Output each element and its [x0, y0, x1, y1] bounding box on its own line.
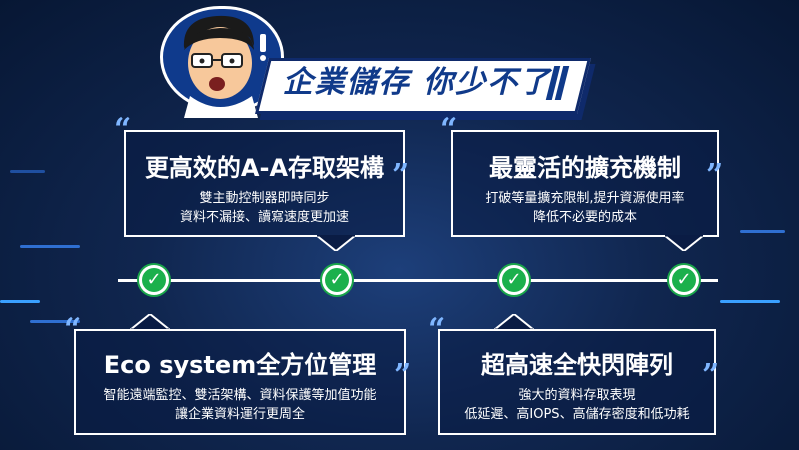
bg-streak [20, 245, 80, 248]
feature-title: 最靈活的擴充機制 [489, 154, 681, 182]
bg-streak [740, 230, 785, 233]
feature-line: 讓企業資料運行更周全 [174, 407, 305, 422]
feature-line: 低延遲、高IOPS、高儲存密度和低功耗 [464, 407, 690, 422]
banner-title: 企業儲存 你少不了 [282, 65, 552, 100]
box-pointer [130, 314, 170, 330]
quote-close-icon: ” [394, 358, 412, 393]
bg-streak [30, 320, 80, 323]
feature-box-flexible-expansion: 最靈活的擴充機制 打破等量擴充限制,提升資源使用率 降低不必要的成本 [451, 130, 719, 237]
feature-line: 打破等量擴充限制,提升資源使用率 [485, 191, 685, 206]
feature-line: 資料不漏接、讀寫速度更加速 [179, 210, 349, 225]
feature-line: 智能遠端監控、雙活架構、資料保護等加值功能 [103, 388, 377, 403]
feature-box-eco-system: Eco system全方位管理 智能遠端監控、雙活架構、資料保護等加值功能 讓企… [74, 329, 406, 435]
quote-close-icon: ” [706, 158, 724, 193]
timeline-line [118, 279, 718, 282]
quote-open-icon: “ [64, 312, 82, 347]
quote-close-icon: ” [702, 358, 720, 393]
quote-open-icon: “ [428, 312, 446, 347]
feature-line: 降低不必要的成本 [532, 210, 637, 225]
feature-box-all-flash-array: 超高速全快閃陣列 強大的資料存取表現 低延遲、高IOPS、高儲存密度和低功耗 [438, 329, 716, 435]
box-pointer [664, 235, 704, 251]
quote-close-icon: ” [392, 158, 410, 193]
check-icon: ✓ [322, 265, 352, 295]
quote-open-icon: “ [114, 112, 132, 147]
feature-title: 更高效的A-A存取架構 [144, 154, 385, 182]
check-icon: ✓ [669, 265, 699, 295]
bg-streak [720, 300, 780, 303]
check-icon: ✓ [499, 265, 529, 295]
banner-bars-icon [545, 66, 576, 100]
feature-line: 雙主動控制器即時同步 [199, 191, 330, 206]
character-icon [183, 15, 266, 118]
box-pointer [316, 235, 356, 251]
quote-open-icon: “ [440, 112, 458, 147]
bg-streak [0, 300, 40, 303]
bg-streak [10, 170, 45, 173]
feature-box-aa-architecture: 更高效的A-A存取架構 雙主動控制器即時同步 資料不漏接、讀寫速度更加速 [124, 130, 405, 237]
feature-title: 超高速全快閃陣列 [481, 351, 673, 379]
feature-line: 強大的資料存取表現 [518, 388, 636, 403]
check-icon: ✓ [139, 265, 169, 295]
feature-title: Eco system全方位管理 [103, 351, 377, 379]
box-pointer [494, 314, 534, 330]
